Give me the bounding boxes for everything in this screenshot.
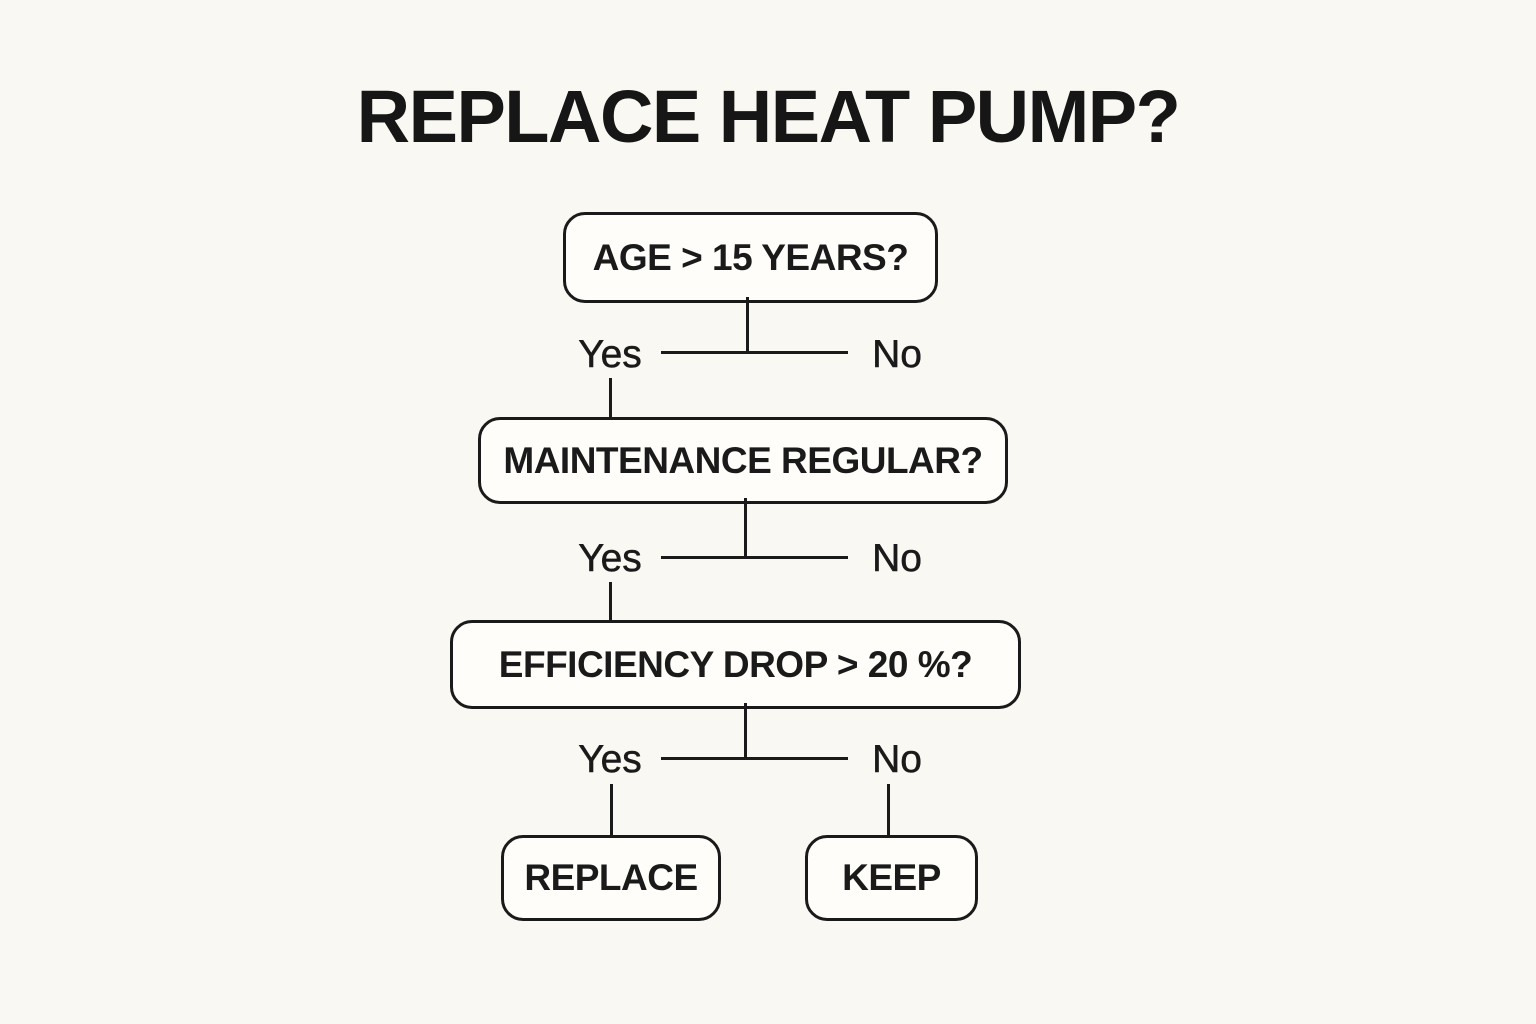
connector-efficiency-down [744,703,747,759]
connector-no3-down [887,784,890,835]
connector-age-down [746,297,749,354]
connector-yes1-down [609,378,612,418]
node-efficiency-question: EFFICIENCY DROP > 20 %? [450,620,1021,709]
connector-maintenance-down [744,498,747,559]
connector-branch-3 [661,757,848,760]
connector-yes2-down [609,582,612,620]
node-replace-label: REPLACE [524,857,698,898]
branch-label-no-3: No [872,738,922,782]
node-age-label: AGE > 15 YEARS? [592,236,909,278]
branch-label-no-2: No [872,537,922,581]
connector-branch-1 [661,351,848,354]
branch-label-no-1: No [872,333,922,377]
node-maintenance-question: MAINTENANCE REGULAR? [478,417,1008,504]
connector-yes3-down [610,784,613,835]
node-keep-outcome: KEEP [805,835,978,921]
branch-label-yes-3: Yes [578,738,642,782]
branch-label-yes-2: Yes [578,537,642,581]
node-keep-label: KEEP [842,857,941,898]
node-replace-outcome: REPLACE [501,835,721,921]
connector-branch-2 [661,556,848,559]
node-efficiency-label: EFFICIENCY DROP > 20 %? [498,643,973,685]
page-title: REPLACE HEAT PUMP? [356,75,1181,158]
node-maintenance-label: MAINTENANCE REGULAR? [503,439,983,481]
node-age-question: AGE > 15 YEARS? [563,212,938,303]
branch-label-yes-1: Yes [578,333,642,377]
